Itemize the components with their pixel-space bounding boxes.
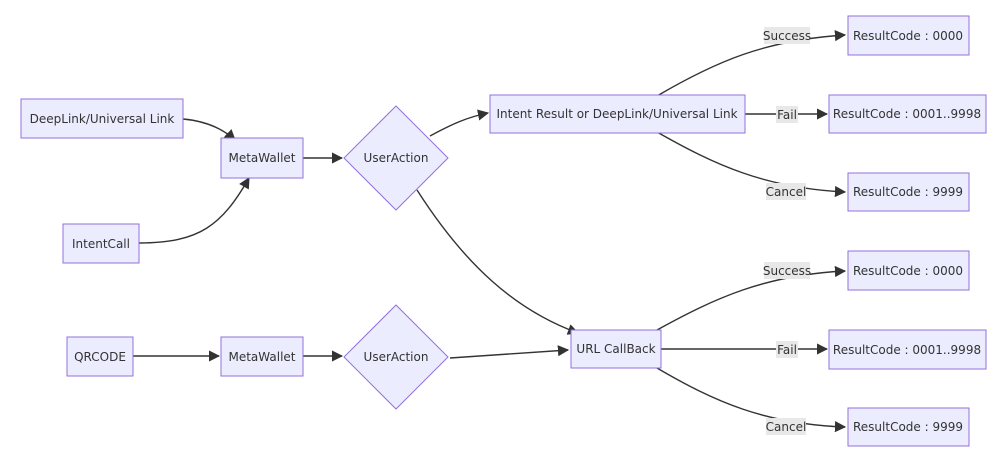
node-metawallet-1: MetaWallet [220, 137, 304, 179]
svg-text:Cancel: Cancel [766, 420, 807, 434]
svg-text:IntentCall: IntentCall [72, 237, 130, 251]
node-resultcode-top-fail: ResultCode : 0001..9998 [828, 94, 987, 134]
node-resultcode-bot-cancel: ResultCode : 9999 [847, 407, 970, 447]
edge-label-top-success: Success [763, 27, 811, 44]
svg-text:UserAction: UserAction [364, 350, 429, 364]
edge-intentcall-metawallet [138, 177, 250, 244]
edge-label-bot-fail: Fail [776, 341, 798, 358]
svg-text:QRCODE: QRCODE [74, 350, 126, 364]
edge-label-bot-success: Success [763, 262, 811, 279]
node-resultcode-bot-success: ResultCode : 0000 [847, 250, 970, 291]
svg-text:Success: Success [763, 29, 811, 43]
svg-text:Fail: Fail [777, 108, 797, 122]
edge-label-top-cancel: Cancel [766, 183, 807, 200]
edge-label-bot-cancel: Cancel [766, 418, 807, 435]
svg-text:ResultCode : 0000: ResultCode : 0000 [853, 29, 963, 43]
edge-useraction2-urlcallback [449, 345, 570, 359]
node-url-callback: URL CallBack [570, 329, 662, 369]
svg-text:ResultCode : 0000: ResultCode : 0000 [853, 264, 963, 278]
edge-deeplink-metawallet [182, 118, 236, 141]
svg-text:UserAction: UserAction [364, 151, 429, 165]
edge-useraction1-urlcallback [416, 189, 580, 335]
svg-text:ResultCode : 0001..9998: ResultCode : 0001..9998 [833, 343, 981, 357]
edge-label-top-fail: Fail [776, 106, 798, 123]
node-useraction-1: UserAction [343, 105, 449, 211]
svg-text:Fail: Fail [777, 343, 797, 357]
svg-text:URL CallBack: URL CallBack [576, 342, 655, 356]
node-intentcall: IntentCall [62, 223, 140, 264]
node-resultcode-bot-fail: ResultCode : 0001..9998 [828, 329, 987, 370]
edge-urlcallback-success [656, 265, 847, 331]
svg-text:ResultCode : 0001..9998: ResultCode : 0001..9998 [833, 107, 981, 121]
node-useraction-2: UserAction [343, 304, 449, 410]
edges [133, 30, 847, 433]
node-intent-result: Intent Result or DeepLink/Universal Link [489, 94, 746, 134]
node-metawallet-2: MetaWallet [220, 336, 304, 377]
svg-text:Success: Success [763, 264, 811, 278]
node-resultcode-top-success: ResultCode : 0000 [847, 15, 970, 56]
edge-labels: Success Fail Cancel Success Fail Cancel [763, 27, 811, 435]
svg-text:DeepLink/Universal Link: DeepLink/Universal Link [30, 112, 175, 126]
svg-text:MetaWallet: MetaWallet [228, 151, 295, 165]
edge-urlcallback-cancel [656, 367, 847, 433]
node-deeplink: DeepLink/Universal Link [20, 98, 184, 139]
svg-text:MetaWallet: MetaWallet [228, 350, 295, 364]
node-resultcode-top-cancel: ResultCode : 9999 [847, 172, 970, 212]
svg-text:ResultCode : 9999: ResultCode : 9999 [853, 185, 963, 199]
edge-intentresult-cancel [656, 131, 847, 198]
svg-text:Cancel: Cancel [766, 185, 807, 199]
edge-intentresult-success [656, 30, 847, 97]
svg-text:ResultCode : 9999: ResultCode : 9999 [853, 420, 963, 434]
node-qrcode: QRCODE [66, 336, 134, 377]
edge-useraction1-intentresult [429, 109, 490, 137]
svg-text:Intent Result or DeepLink/Univ: Intent Result or DeepLink/Universal Link [496, 107, 737, 121]
nodes: DeepLink/Universal Link IntentCall MetaW… [20, 15, 987, 447]
